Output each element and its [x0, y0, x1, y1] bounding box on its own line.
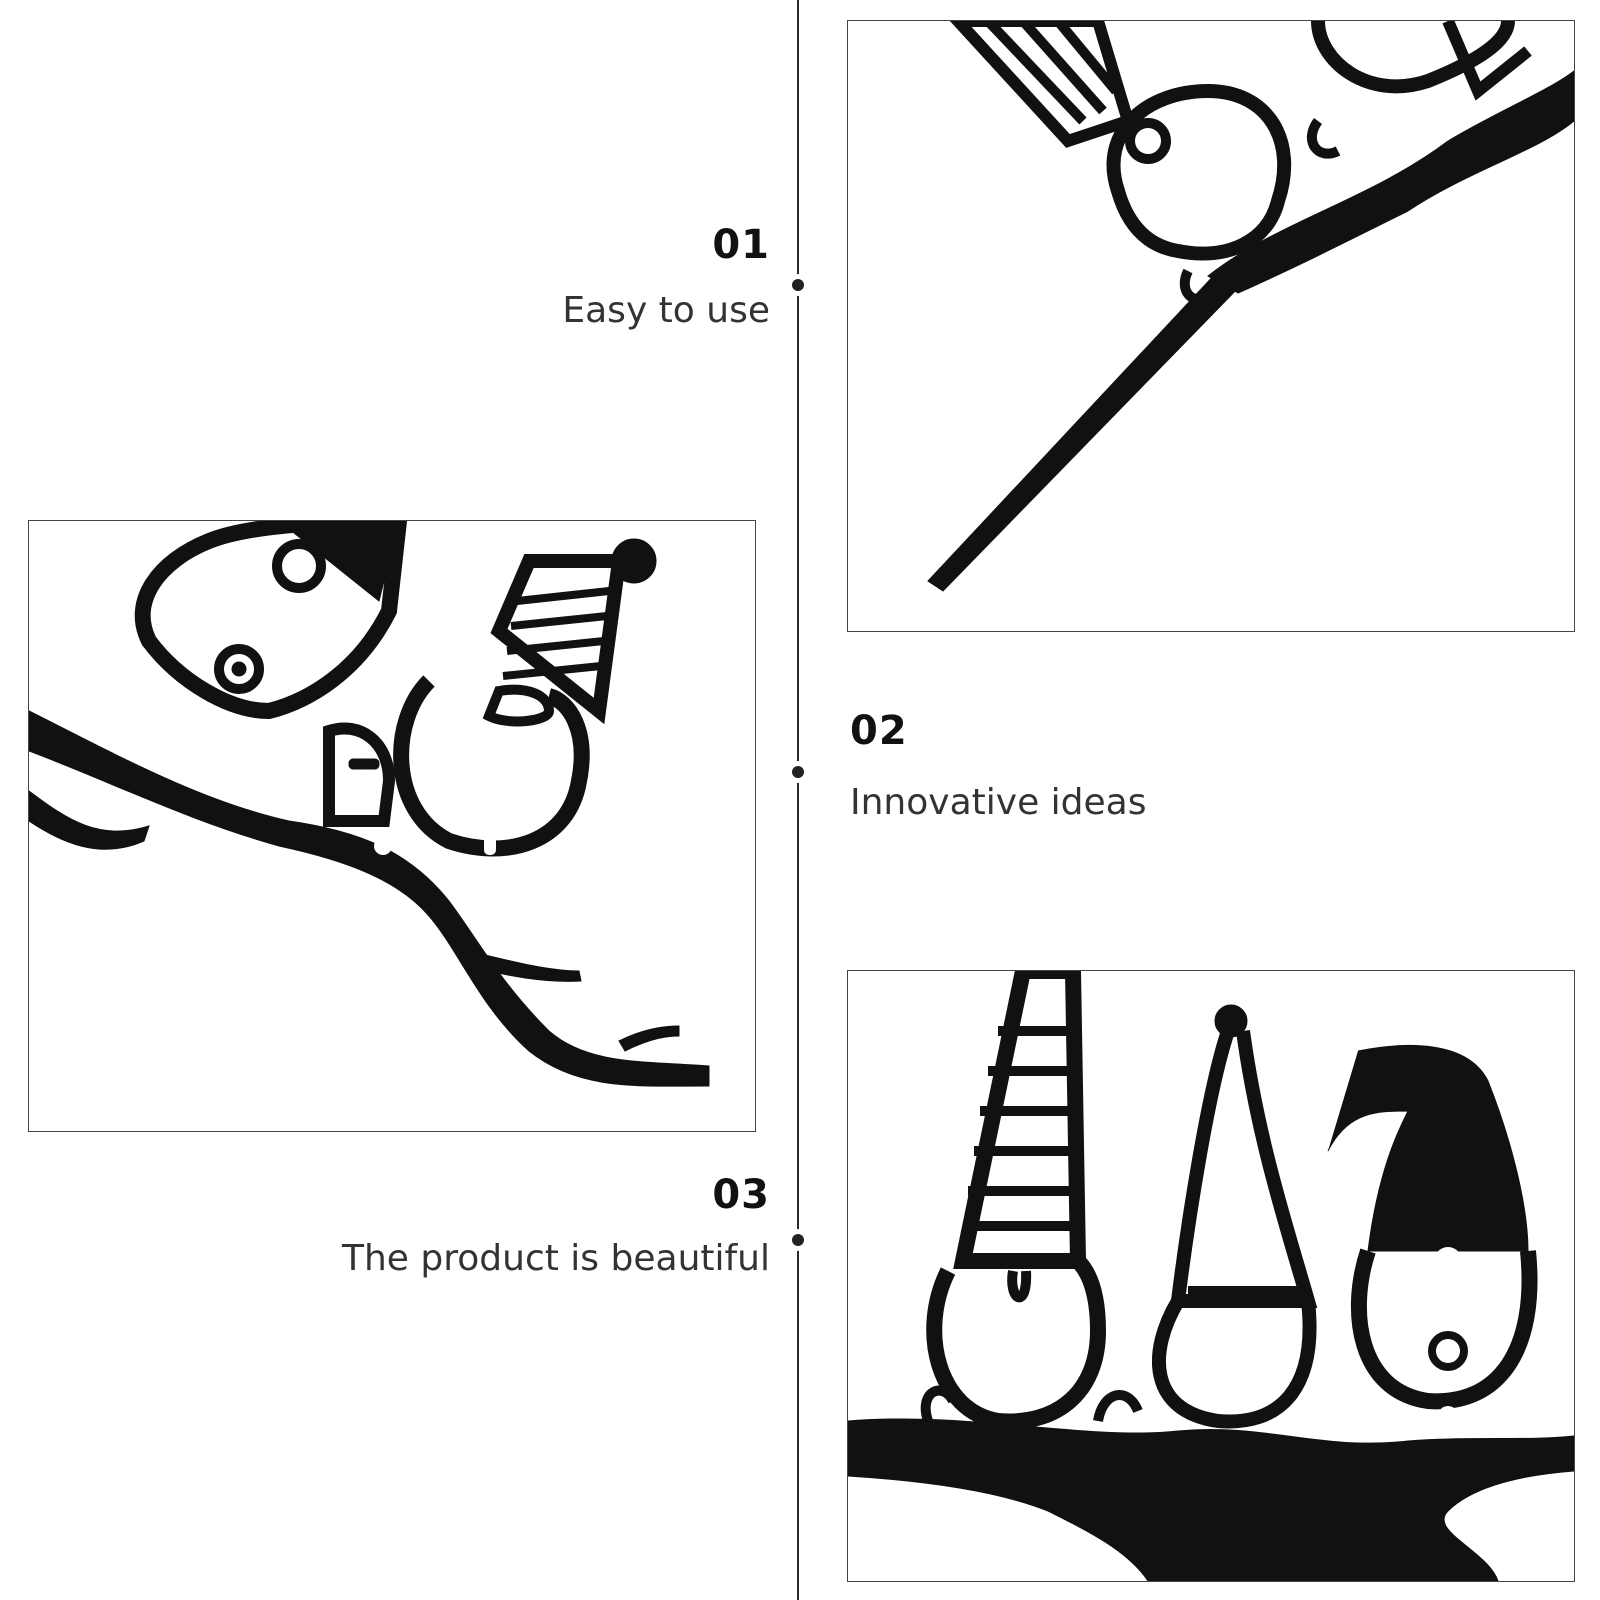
product-photo-stake-closeup	[847, 20, 1575, 632]
timeline-dot-3	[792, 1234, 804, 1246]
timeline-dot-2	[792, 766, 804, 778]
product-photo-three-gnomes	[847, 970, 1575, 1582]
product-photo-gnome-on-branch	[28, 520, 756, 1132]
timeline-line	[797, 0, 799, 1600]
feature-number-3: 03	[712, 1172, 770, 1218]
feature-number-2: 02	[850, 708, 908, 754]
feature-caption-1: Easy to use	[562, 290, 770, 331]
three-gnomes-silhouette	[848, 971, 1574, 1581]
gnome-stake-silhouette	[927, 21, 1574, 592]
gnome-branch-silhouette	[29, 521, 710, 1087]
feature-caption-3: The product is beautiful	[342, 1238, 770, 1279]
timeline-dot-1	[792, 279, 804, 291]
feature-number-1: 01	[712, 222, 770, 268]
feature-caption-2: Innovative ideas	[850, 782, 1147, 823]
